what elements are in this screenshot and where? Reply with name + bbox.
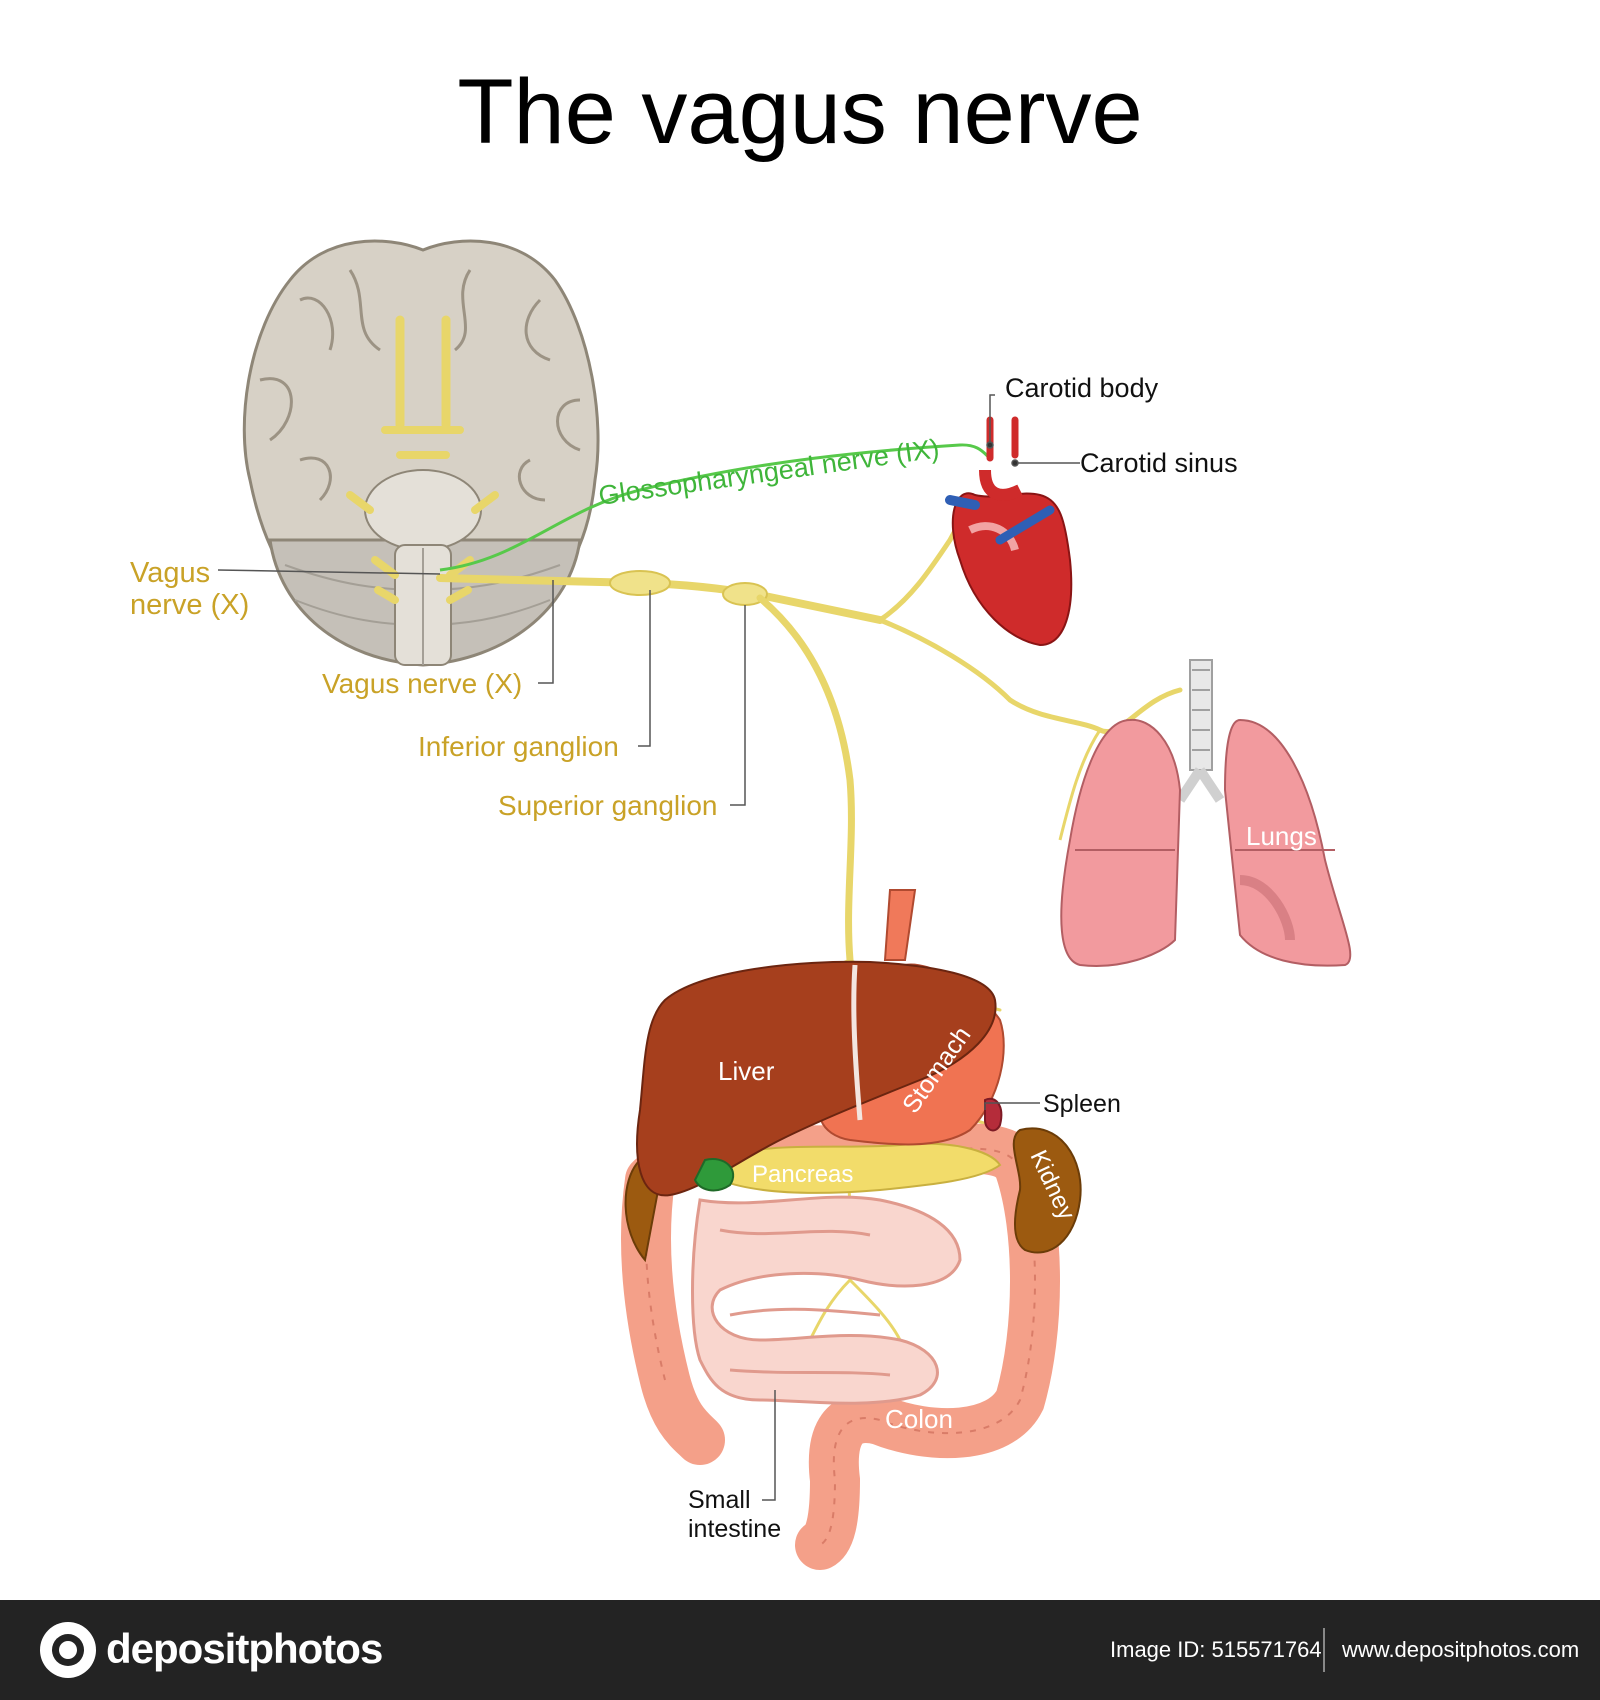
label-carotid-body: Carotid body [1005, 373, 1159, 403]
footer-bar: depositphotos Image ID: 515571764 www.de… [0, 1600, 1600, 1700]
label-carotid-sinus: Carotid sinus [1080, 448, 1238, 478]
depositphotos-logo-icon [40, 1622, 96, 1678]
image-id: Image ID: 515571764 [1110, 1637, 1322, 1662]
diagram-stage: The vagus nerve [130, 61, 1352, 1570]
label-small-intestine-line2: intestine [688, 1515, 781, 1543]
label-inferior-ganglion: Inferior ganglion [418, 731, 619, 762]
footer-divider [1323, 1628, 1325, 1672]
label-small-intestine-line1: Small [688, 1486, 751, 1514]
label-liver: Liver [718, 1056, 775, 1086]
label-vagus-nerve: Vagus nerve (X) [322, 668, 522, 699]
brain-illustration [242, 239, 600, 667]
brand-name: depositphotos [106, 1625, 383, 1672]
vagus-diagram: Glossopharyngeal nerve (IX) Carotid body… [130, 239, 1352, 1570]
nerve-paths [436, 416, 1183, 1342]
label-spleen: Spleen [1043, 1090, 1121, 1118]
label-pancreas: Pancreas [752, 1161, 853, 1188]
leader-lines [217, 394, 1080, 1501]
diagram-title: The vagus nerve [457, 61, 1143, 163]
label-vagus-left-line2: nerve (X) [130, 589, 249, 621]
label-superior-ganglion: Superior ganglion [498, 790, 718, 821]
label-glossopharyngeal-nerve: Glossopharyngeal nerve (IX) [597, 433, 942, 511]
digestive-organs-illustration [620, 889, 1082, 1570]
label-vagus-left-line1: Vagus [130, 557, 210, 589]
site-url: www.depositphotos.com [1342, 1637, 1580, 1662]
lungs-illustration [1060, 659, 1352, 967]
heart-illustration [945, 469, 1073, 647]
label-lungs: Lungs [1246, 821, 1317, 851]
label-colon: Colon [885, 1404, 953, 1434]
